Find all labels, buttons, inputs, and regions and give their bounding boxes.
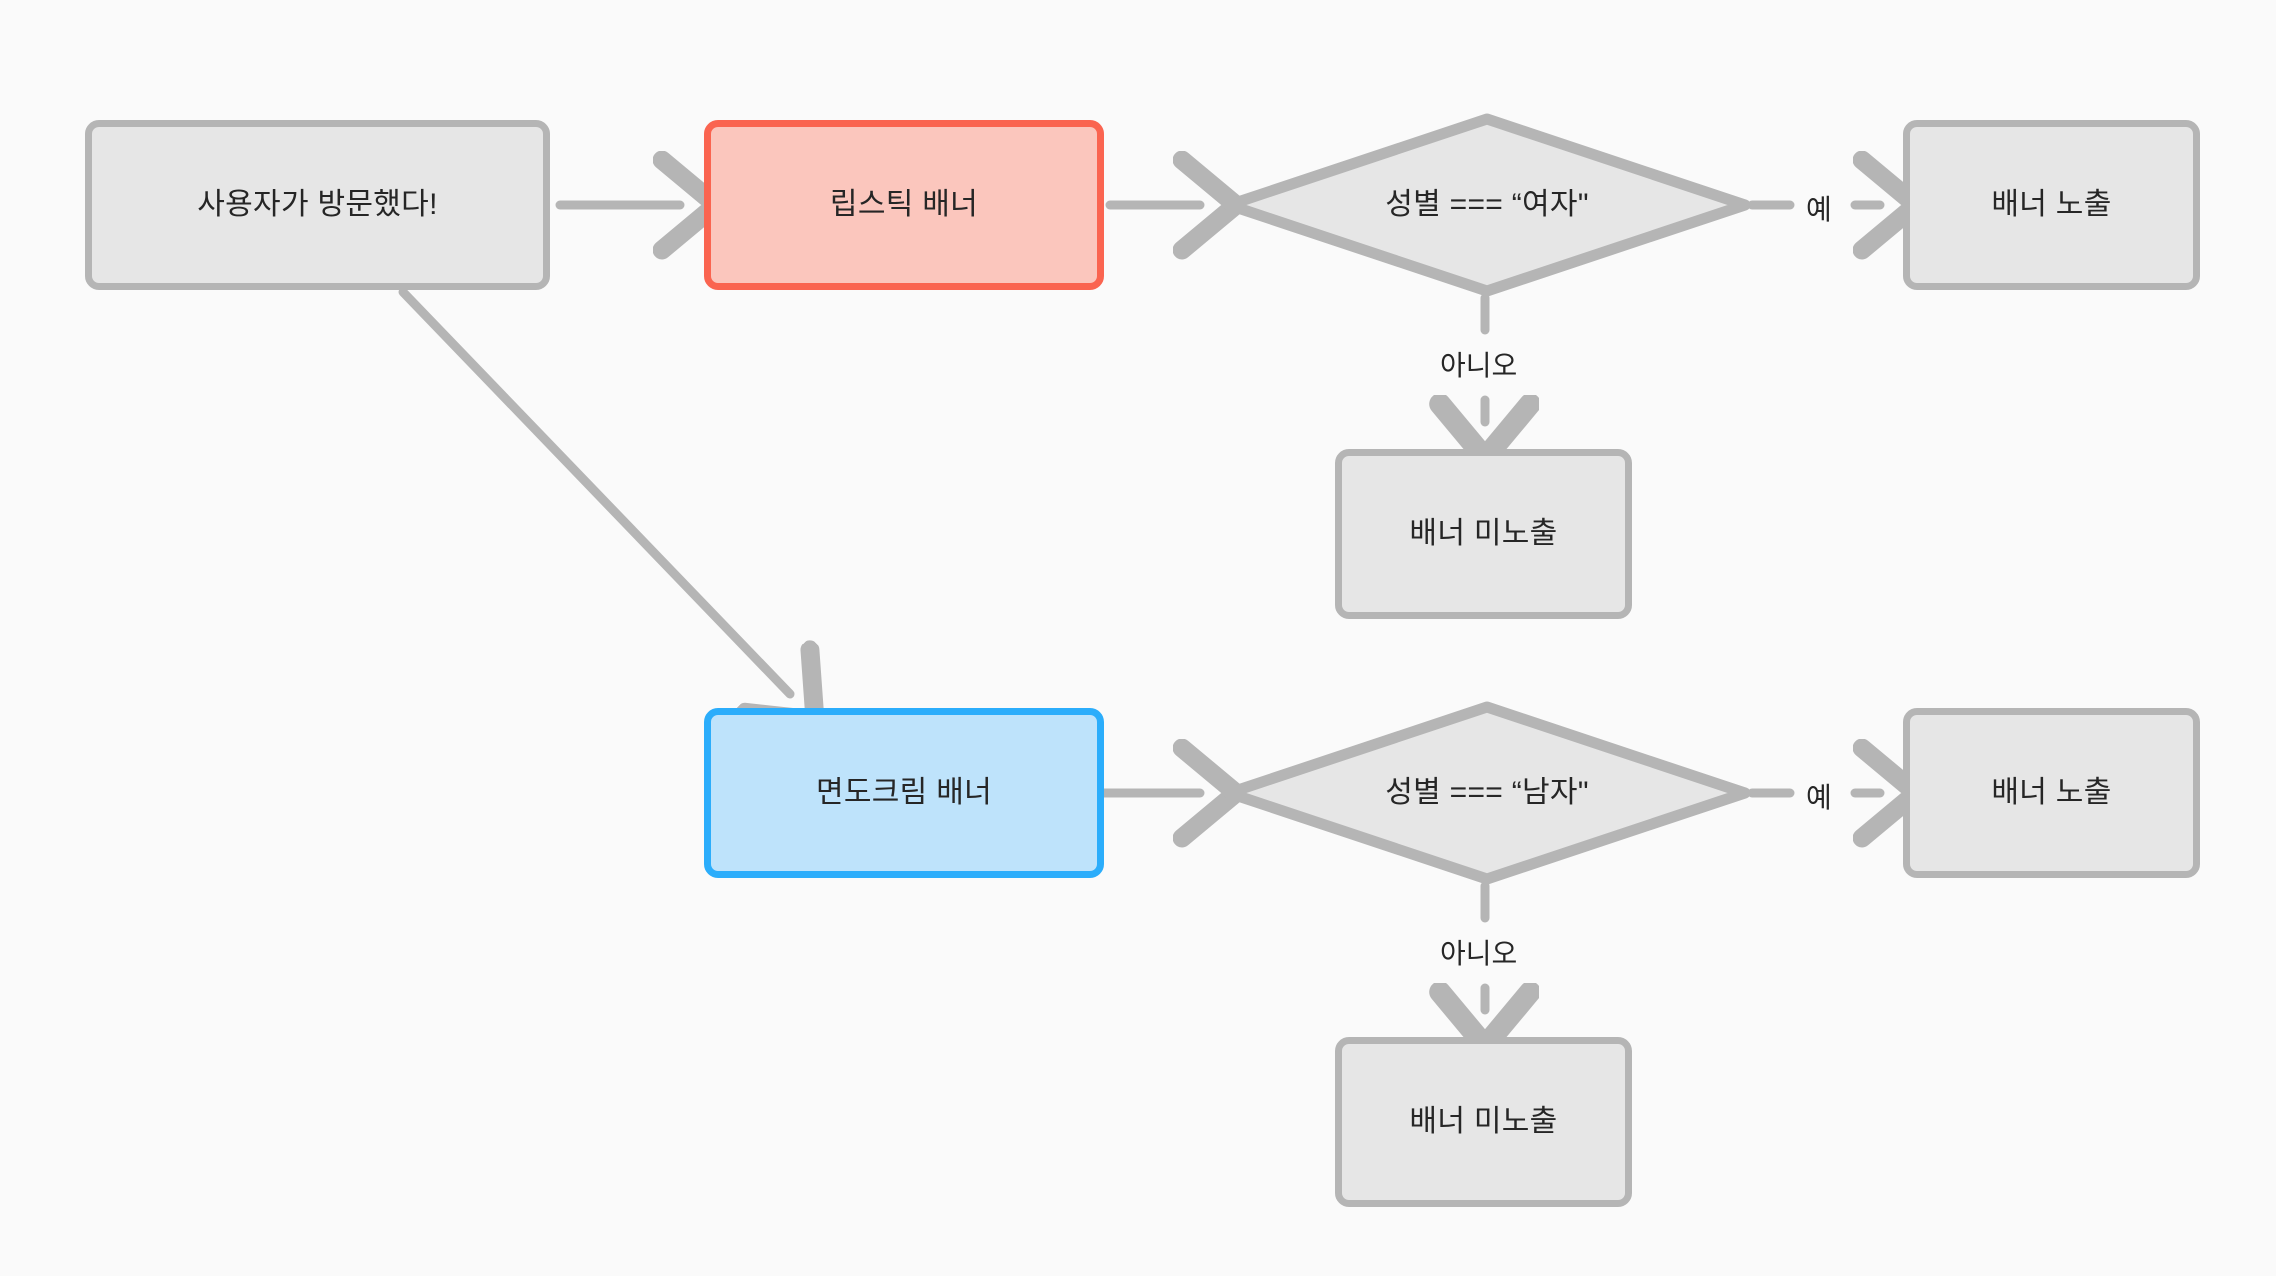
node-shaving-banner-label: 면도크림 배너 (815, 776, 993, 809)
edge-label-female-yes: 예 (1806, 194, 1832, 225)
edge-start-to-shaving (398, 287, 790, 694)
edge-label-male-no: 아니오 (1440, 938, 1518, 969)
node-lipstick-banner[interactable]: 립스틱 배너 (704, 120, 1104, 290)
node-decision-female[interactable]: 성별 === “여자" (1222, 112, 1752, 298)
node-start[interactable]: 사용자가 방문했다! (85, 120, 550, 290)
node-hide-banner-bottom-label: 배너 미노출 (1409, 1105, 1558, 1138)
diamond-shape-male (1223, 701, 1751, 885)
node-start-label: 사용자가 방문했다! (197, 188, 438, 221)
edge-label-male-yes: 예 (1806, 782, 1832, 813)
node-show-banner-bottom[interactable]: 배너 노출 (1903, 708, 2200, 878)
node-show-banner-top-label: 배너 노출 (1991, 188, 2112, 221)
node-hide-banner-bottom[interactable]: 배너 미노출 (1335, 1037, 1632, 1207)
node-show-banner-bottom-label: 배너 노출 (1991, 776, 2112, 809)
diamond-shape-female (1223, 113, 1751, 297)
node-show-banner-top[interactable]: 배너 노출 (1903, 120, 2200, 290)
edge-label-female-no: 아니오 (1440, 350, 1518, 381)
node-hide-banner-top[interactable]: 배너 미노출 (1335, 449, 1632, 619)
node-shaving-banner[interactable]: 면도크림 배너 (704, 708, 1104, 878)
node-decision-male[interactable]: 성별 === “남자" (1222, 700, 1752, 886)
node-lipstick-banner-label: 립스틱 배너 (829, 188, 979, 221)
node-hide-banner-top-label: 배너 미노출 (1409, 517, 1558, 550)
